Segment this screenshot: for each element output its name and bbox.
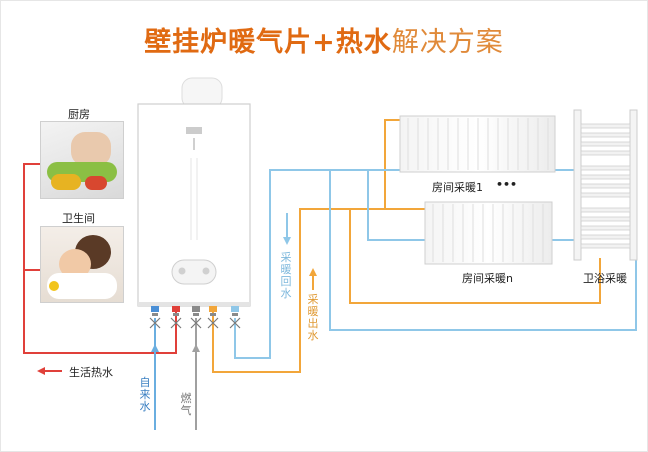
title-main: 壁挂炉暖气片+热水 — [144, 27, 392, 58]
towel-rack-icon — [573, 109, 638, 261]
diagram-title: 壁挂炉暖气片+热水解决方案 — [0, 20, 648, 59]
supply-arrow — [309, 268, 317, 276]
hot-water-label: 生活热水 — [69, 366, 113, 379]
kitchen-photo — [40, 121, 124, 199]
return-arrow — [283, 237, 291, 245]
heating-supply-label: 采暖出水 — [307, 293, 319, 342]
radiator-n-icon — [424, 201, 553, 265]
bathroom-photo — [40, 226, 124, 303]
title-suffix: 解决方案 — [391, 27, 504, 58]
tap-water-label: 自来水 — [139, 376, 151, 413]
towel-rack-label: 卫浴采暖 — [583, 272, 627, 285]
radiator-n-label: 房间采暖n — [462, 272, 513, 285]
boiler-icon — [137, 77, 251, 329]
radiator-1-icon — [399, 115, 556, 173]
bathroom-label: 卫生间 — [62, 212, 95, 225]
gas-label: 燃气 — [180, 392, 192, 417]
hot-water-arrow — [37, 367, 45, 375]
radiator-1-label: 房间采暖1 — [432, 181, 483, 194]
heating-supply-pipes — [212, 119, 601, 373]
heating-return-label: 采暖回水 — [280, 251, 292, 300]
kitchen-label: 厨房 — [68, 108, 90, 121]
radiator-1-ellipsis: ••• — [496, 178, 518, 191]
